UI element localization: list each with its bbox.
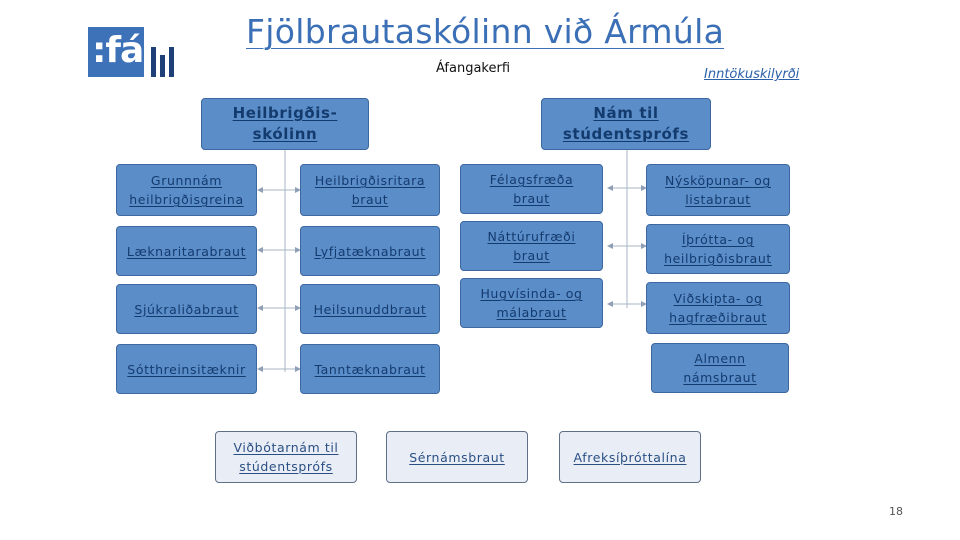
studentsprof-heading[interactable]: Nám til stúdentsprófs xyxy=(541,98,711,150)
track-ithrotta[interactable]: Íþrótta- og heilbrigðisbraut xyxy=(646,224,790,274)
page-title[interactable]: Fjölbrautaskólinn við Ármúla xyxy=(246,12,725,51)
track-afreksithrottalina[interactable]: Afreksíþróttalína xyxy=(559,431,701,483)
track-felagsfraeda[interactable]: Félagsfræða braut xyxy=(460,164,603,214)
admission-requirements-link[interactable]: Inntökuskilyrði xyxy=(704,67,800,82)
track-natturufraedi[interactable]: Náttúrufræði braut xyxy=(460,221,603,271)
track-vidbotarnam[interactable]: Viðbótarnám til stúdentsprófs xyxy=(215,431,357,483)
track-almenn[interactable]: Almenn námsbraut xyxy=(651,343,789,393)
page-subtitle: Áfangakerfi xyxy=(436,61,511,76)
track-sernamsbraut[interactable]: Sérnámsbraut xyxy=(386,431,528,483)
track-tanntaeknabraut[interactable]: Tanntæknabraut xyxy=(300,344,440,394)
track-lyfjataeknabraut[interactable]: Lyfjatæknabraut xyxy=(300,226,440,276)
logo-bar xyxy=(169,47,174,77)
track-heilsunuddbraut[interactable]: Heilsunuddbraut xyxy=(300,284,440,334)
track-sotthreinsitaeknir[interactable]: Sótthreinsitæknir xyxy=(116,344,257,394)
track-vidskipta[interactable]: Viðskipta- og hagfræðibraut xyxy=(646,282,790,334)
logo-text: :fá xyxy=(92,30,144,71)
track-nyskopunar[interactable]: Nýsköpunar- og listabraut xyxy=(646,164,790,216)
track-sjukralidabraut[interactable]: Sjúkraliðabraut xyxy=(116,284,257,334)
track-heilbrigdisritara[interactable]: Heilbrigðisritara braut xyxy=(300,164,440,216)
logo-bar xyxy=(151,47,156,77)
logo-bar xyxy=(160,55,165,77)
track-laeknaritarabraut[interactable]: Læknaritarabraut xyxy=(116,226,257,276)
fa-logo: :fá xyxy=(88,27,180,77)
page-number: 18 xyxy=(889,505,903,518)
heilbrigdisskolinn-heading[interactable]: Heilbrigðis- skólinn xyxy=(201,98,369,150)
logo-square xyxy=(88,27,144,77)
track-grunnnam[interactable]: Grunnnám heilbrigðisgreina xyxy=(116,164,257,216)
track-hugvisinda[interactable]: Hugvísinda- og málabraut xyxy=(460,278,603,328)
